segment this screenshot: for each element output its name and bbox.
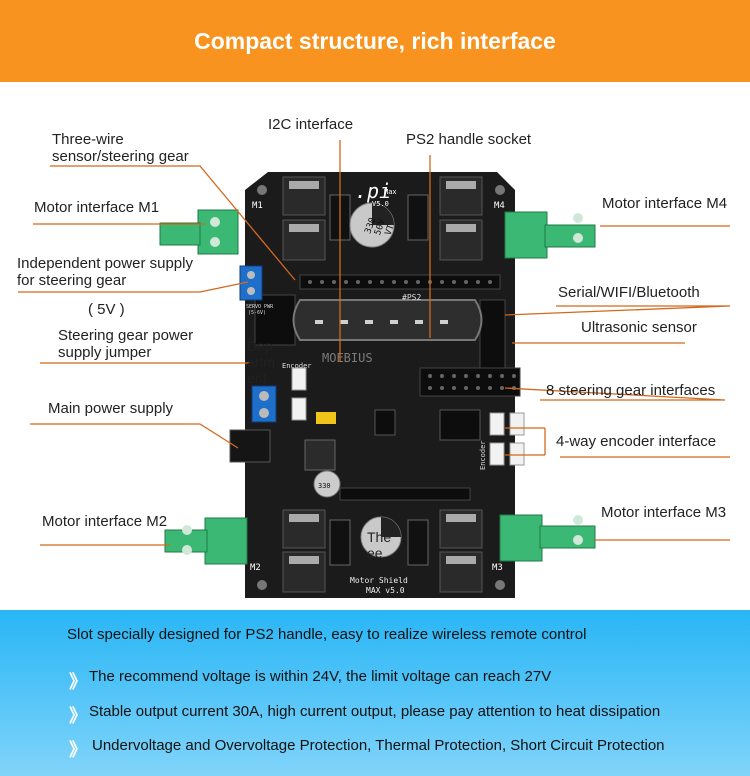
label-encoder-4way: 4-way encoder interface (556, 433, 717, 450)
svg-text:MOEBIUS: MOEBIUS (322, 351, 373, 365)
board-name: Motor Shield (350, 576, 408, 585)
label-motor-m2: Motor interface M2 (42, 513, 168, 530)
label-jumper-line1: Steering gear power (58, 327, 194, 344)
page-title: Compact structure, rich interface (194, 27, 556, 54)
label-motor-m4: Motor interface M4 (602, 195, 728, 212)
label-motor-m3: Motor interface M3 (601, 504, 727, 521)
label-main-power: Main power supply (48, 400, 174, 417)
label-eight-steering: 8 steering gear interfaces (546, 382, 716, 399)
label-ps2-socket: PS2 handle socket (406, 131, 532, 148)
feature-line-ps2: Slot specially designed for PS2 handle, … (67, 626, 587, 643)
svg-text:SERVO PWR: SERVO PWR (246, 304, 274, 310)
header-banner: Compact structure, rich interface (0, 0, 750, 82)
feature-footer: Slot specially designed for PS2 handle, … (0, 610, 750, 776)
label-i2c: I2C interface (268, 116, 354, 133)
chevron-icon: 》 (69, 706, 87, 726)
chevron-icon: 》 (69, 740, 87, 760)
label-motor-m1: Motor interface M1 (34, 199, 160, 216)
label-the-line1: The (367, 529, 392, 545)
label-serial-wifi-bluetooth: Serial/WIFI/Bluetooth (558, 284, 700, 301)
label-independent-power-line1: Independent power supply (17, 255, 193, 272)
feature-line-current: Stable output current 30A, high current … (89, 703, 661, 720)
svg-text:MAX v5.0: MAX v5.0 (366, 586, 405, 595)
board-logo: .pi (355, 179, 391, 203)
svg-text:Max: Max (384, 188, 397, 196)
svg-text:Encoder: Encoder (282, 362, 312, 370)
svg-text:Encoder: Encoder (479, 440, 487, 470)
label-independent-power-line2: for steering gear (17, 272, 127, 289)
label-dep-line3: ent (247, 370, 267, 386)
svg-text:(5-6V): (5-6V) (248, 310, 266, 316)
svg-text:M3: M3 (492, 563, 503, 573)
label-dep-line2: artm (247, 354, 275, 370)
board-diagram: 330 50V VT .pi Max V5.0 (0, 82, 750, 610)
label-jumper-line2: supply jumper (58, 344, 152, 361)
label-dep-line1: Dep (247, 338, 273, 354)
label-three-wire-line2: sensor/steering gear (52, 148, 189, 165)
svg-text:V5.0: V5.0 (372, 200, 389, 208)
ps2-silkscreen: #PS2 (402, 293, 421, 302)
motor-shield-board: 330 50V VT .pi Max V5.0 (18, 140, 731, 598)
svg-text:M2: M2 (250, 563, 261, 573)
label-three-wire-line1: Three-wire (52, 131, 124, 148)
svg-text:M1: M1 (252, 201, 263, 211)
svg-text:330: 330 (318, 482, 331, 490)
feature-line-protection: Undervoltage and Overvoltage Protection,… (92, 737, 665, 754)
chevron-icon: 》 (69, 672, 87, 692)
svg-text:VT: VT (384, 223, 397, 237)
label-ultrasonic: Ultrasonic sensor (581, 319, 697, 336)
svg-text:M4: M4 (494, 201, 505, 211)
feature-line-voltage: The recommend voltage is within 24V, the… (89, 668, 552, 685)
label-the-line2: ee (367, 545, 383, 561)
label-five-volt: ( 5V ) (88, 301, 125, 318)
